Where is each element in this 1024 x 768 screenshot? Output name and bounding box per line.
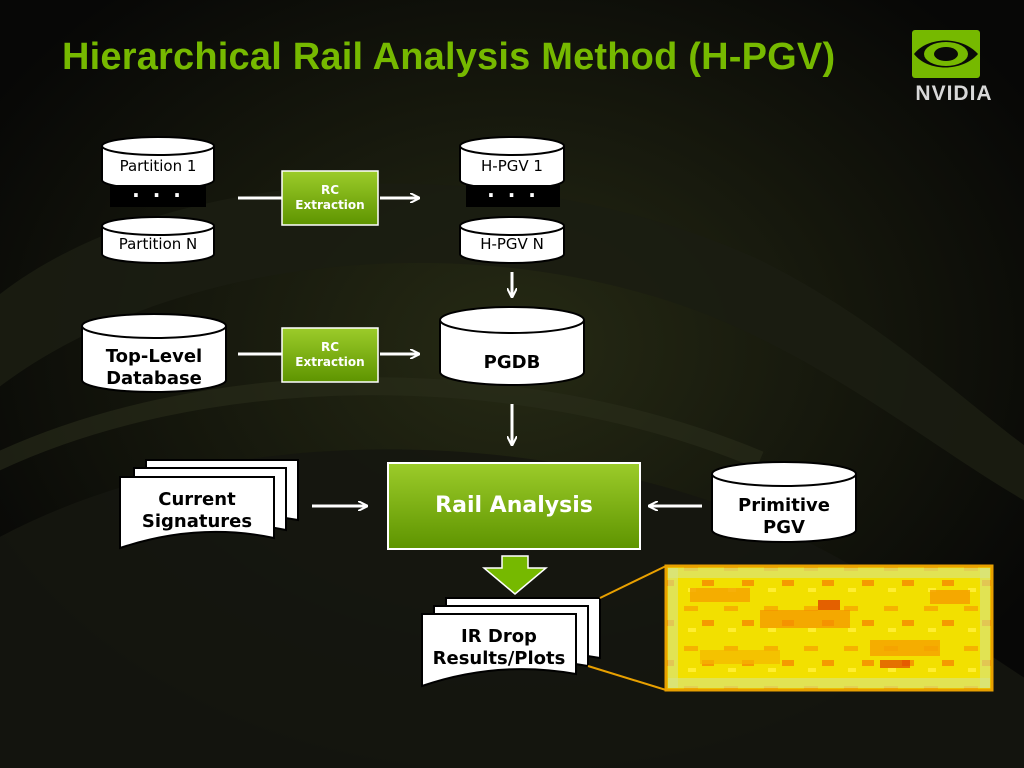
- rc-extraction-label-2: RC Extraction: [295, 340, 365, 369]
- nvidia-wordmark: NVIDIA: [915, 82, 993, 105]
- primitive-pgv-cylinder: [711, 461, 857, 543]
- ir-drop-document-stack: [421, 597, 601, 688]
- hpgv-1-label: H-PGV 1: [481, 156, 543, 175]
- partition-n-cylinder: [101, 216, 215, 264]
- ir-drop-heatmap-image: [664, 564, 994, 692]
- callout-line-bottom: [587, 665, 667, 691]
- current-signatures-label: Current Signatures: [141, 488, 253, 533]
- callout-line-top: [599, 565, 667, 599]
- current-signatures-document-stack: [119, 459, 299, 550]
- ir-drop-label: IR Drop Results/Plots: [432, 625, 566, 670]
- partition-1-label: Partition 1: [119, 156, 197, 175]
- top-level-database-label: Top-Level Database: [105, 345, 203, 390]
- partition-ellipsis-box: [110, 185, 206, 207]
- rail-analysis-box: [387, 462, 641, 550]
- partition-n-label: Partition N: [118, 234, 198, 253]
- hpgv-n-label: H-PGV N: [480, 234, 544, 253]
- rc-extraction-box-2: [281, 327, 379, 383]
- primitive-pgv-label: Primitive PGV: [738, 494, 830, 539]
- partition-ellipsis: · · ·: [132, 182, 184, 207]
- down-block-arrow-icon: [481, 555, 549, 595]
- pgdb-cylinder: [439, 306, 585, 386]
- pgdb-label: PGDB: [483, 351, 541, 373]
- partition-1-cylinder: [101, 136, 215, 190]
- hpgv-ellipsis: · · ·: [487, 182, 539, 207]
- rc-extraction-label-1: RC Extraction: [295, 183, 365, 212]
- rc-extraction-box-1: [281, 170, 379, 226]
- hpgv-ellipsis-box: [466, 185, 560, 207]
- rail-analysis-label: Rail Analysis: [435, 493, 593, 519]
- page-title: Hierarchical Rail Analysis Method (H-PGV…: [62, 36, 836, 78]
- top-level-database-cylinder: [81, 313, 227, 393]
- hpgv-n-cylinder: [459, 216, 565, 264]
- nvidia-eye-logo-icon: [912, 30, 980, 78]
